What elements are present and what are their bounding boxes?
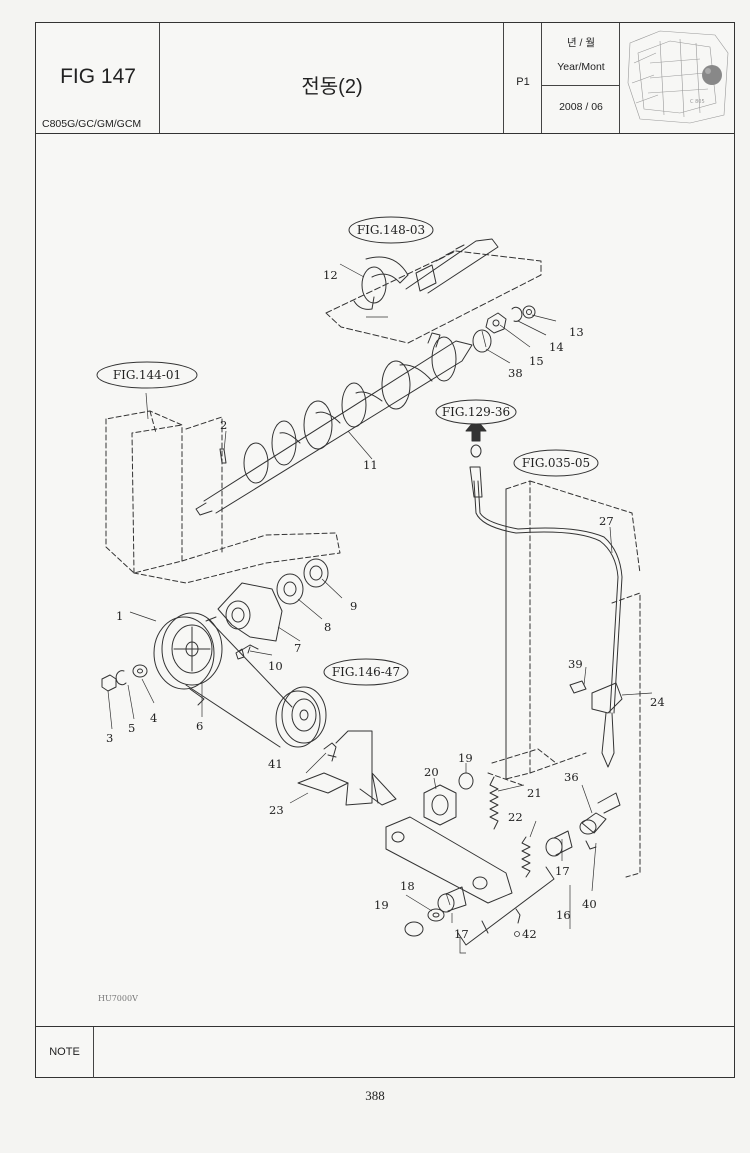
part-12-auger-tip [353,238,499,310]
machine-thumbnail: C 805 [620,23,734,133]
callout-fig-146-47: FIG.146-47 [332,665,400,679]
part-23-bracket [297,772,349,794]
note-label: NOTE [36,1027,94,1078]
part-label-14: 14 [549,340,564,354]
part-21-spring [489,776,499,830]
part-20-tensioner [423,784,457,826]
header-block: FIG 147 C805G/GC/GM/GCM 전동(2) P1 년 / 월 Y… [36,23,734,134]
part-label-8: 8 [324,620,331,634]
callout-fig-148-03: FIG.148-03 [357,223,425,237]
page-number: 388 [365,1088,385,1103]
part-label-15: 15 [529,354,544,368]
part-label-12: 12 [323,268,338,282]
part-27-cable [469,466,623,768]
part-label-23: 23 [269,803,284,817]
part-label-17b: 17 [555,864,570,878]
part-label-18: 18 [400,879,415,893]
part-label-5: 5 [128,721,135,735]
part-label-7: 7 [294,641,301,655]
part-label-10: 10 [268,659,283,673]
part-label-41: 41 [268,757,283,771]
part-label-3: 3 [106,731,113,745]
part-label-1: 1 [116,609,123,623]
small-pulley [275,686,327,748]
fig-cell: FIG 147 C805G/GC/GM/GCM [36,23,160,133]
svg-text:C 805: C 805 [690,99,705,105]
callout-fig-035-05: FIG.035-05 [522,456,590,470]
fig-number: FIG 147 [60,65,136,88]
part-label-19a: 19 [374,898,389,912]
tension-arm [385,816,513,904]
exploded-parts-drawing: FIG.148-03 FIG.144-01 FIG.129-36 FIG.035… [36,133,734,1025]
part-7-bearing-housing [217,582,283,642]
callout-fig-129-36: FIG.129-36 [442,405,510,419]
part-label-42: 42 [522,927,537,941]
machine-thumbnail-image: C 805 [627,30,729,124]
part-label-39: 39 [568,657,583,671]
part-11-main-auger [195,332,473,516]
title-cell: 전동(2) [160,23,504,133]
part-label-4: 4 [150,711,157,725]
note-row: NOTE [36,1026,734,1078]
part-label-11: 11 [363,458,378,472]
part-1-large-pulley [153,612,223,690]
model-list: C805G/GC/GM/GCM [42,118,142,130]
part-label-20: 20 [424,765,439,779]
part-2-key [219,448,227,464]
part-label-16: 16 [556,908,571,922]
part-label-19b: 19 [458,751,473,765]
part-label-27: 27 [599,514,614,528]
page-title: 전동(2) [301,76,363,98]
date-value: 2008 / 06 [559,101,603,113]
part-label-38: 38 [508,366,523,380]
page-frame: FIG 147 C805G/GC/GM/GCM 전동(2) P1 년 / 월 Y… [35,22,735,1078]
part-label-9: 9 [350,599,357,613]
part-label-13: 13 [569,325,584,339]
part-label-2: 2 [220,418,227,432]
part-label-6: 6 [196,719,203,733]
part-label-36: 36 [564,770,579,784]
part-24-bracket [591,682,623,714]
part-label-22: 22 [508,810,523,824]
date-cell: 년 / 월 Year/Mont 2008 / 06 [542,23,620,133]
page-id-cell: P1 [504,23,542,133]
part-label-17a: 17 [454,927,469,941]
part-label-21: 21 [527,786,542,800]
drawing-code: HU7000V [98,994,138,1003]
part-label-24: 24 [650,695,665,709]
date-label-english: Year/Mont [557,61,605,73]
callout-fig-144-01: FIG.144-01 [113,368,181,382]
page-id: P1 [516,76,530,88]
part-label-40: 40 [582,897,597,911]
date-label-korean: 년 / 월 [566,37,596,49]
date-divider [542,85,620,86]
